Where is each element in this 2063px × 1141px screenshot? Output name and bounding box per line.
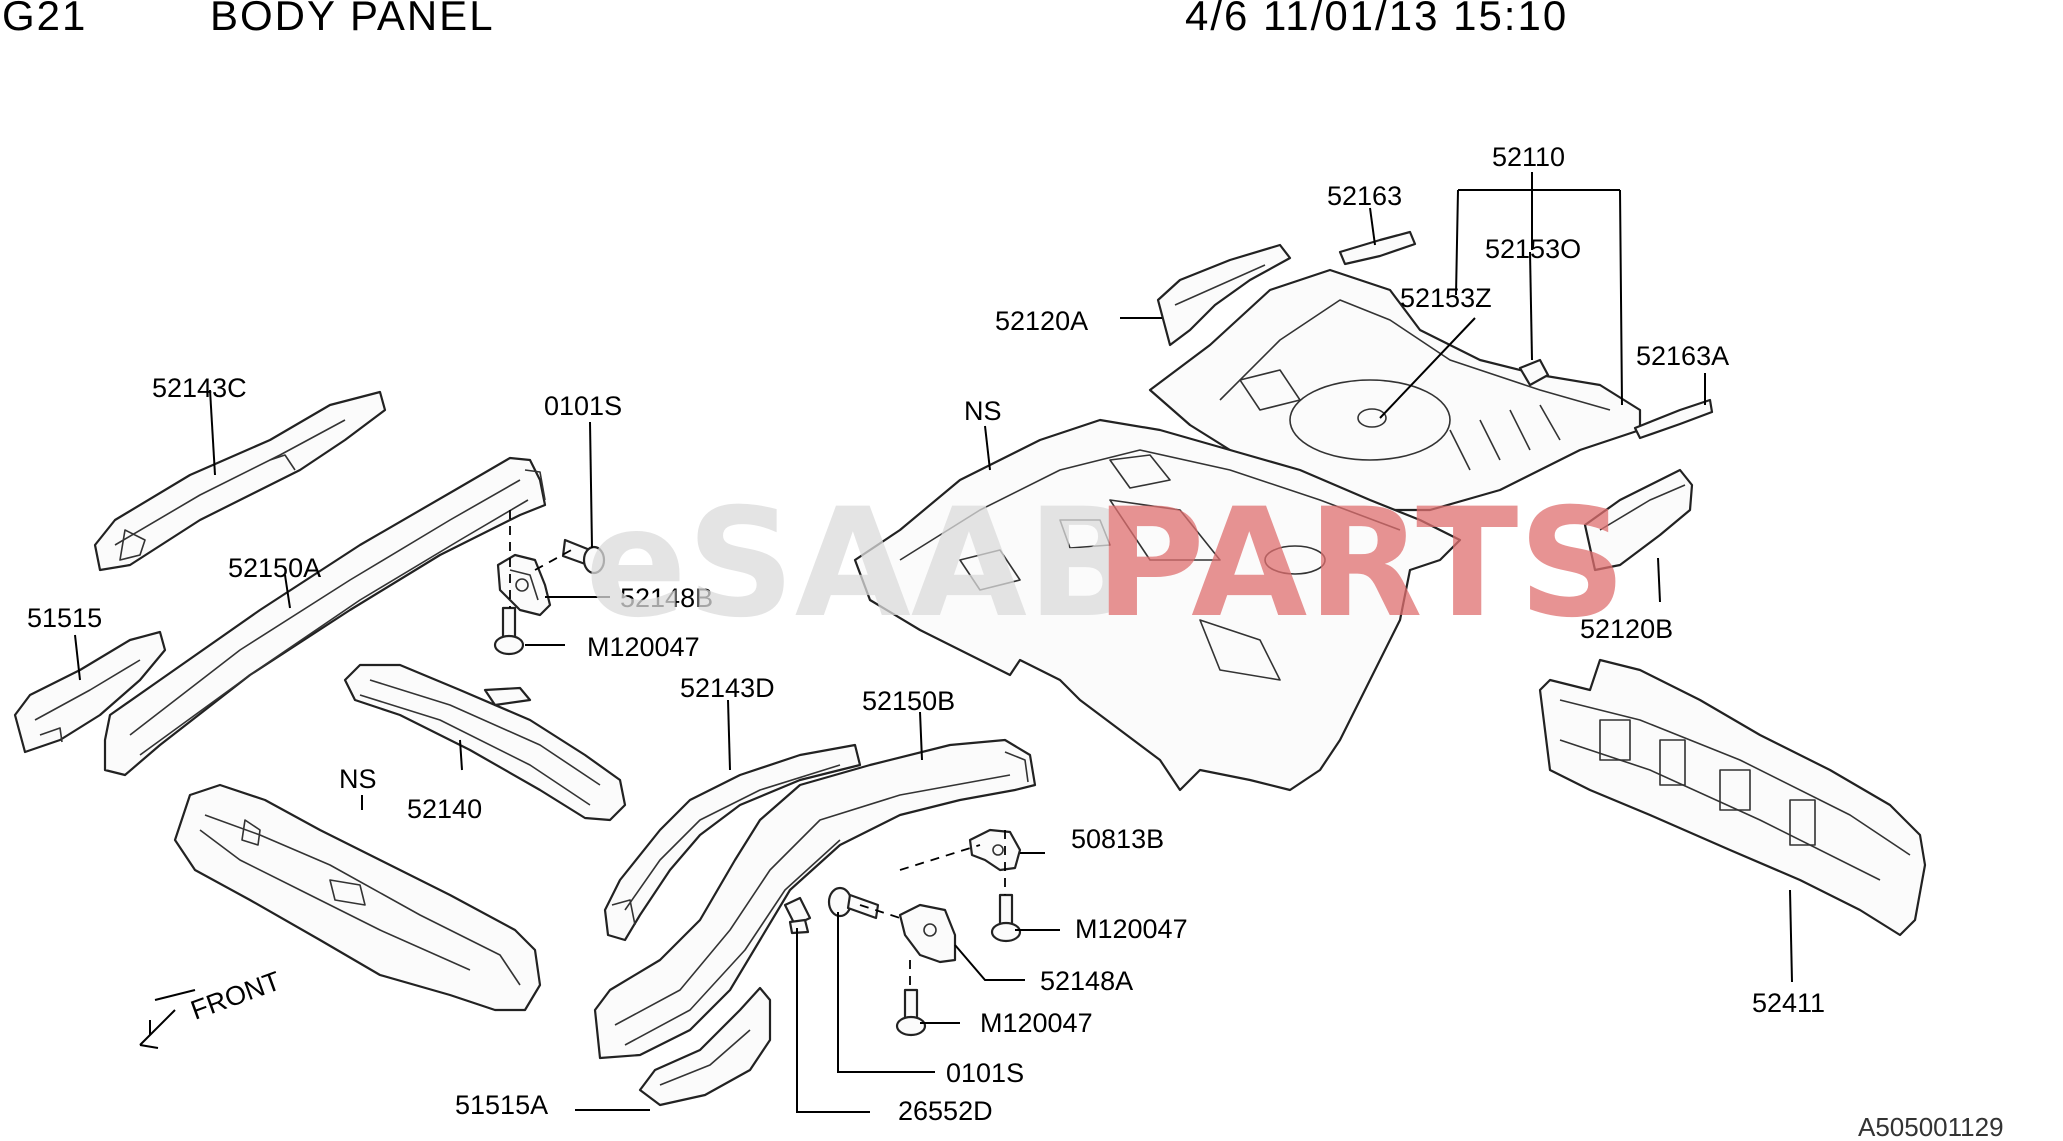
label-M120047-mid: M120047 [1075, 914, 1188, 944]
diagram-code: A505001129 [1858, 1112, 2004, 1141]
part-52148B [496, 553, 552, 617]
label-50813B: 50813B [1071, 824, 1164, 854]
part-52153O [1518, 358, 1550, 387]
part-52411 [1538, 658, 1927, 937]
part-50813B [968, 828, 1022, 872]
part-M120047-mid [990, 893, 1022, 943]
label-0101S-top: 0101S [544, 391, 622, 421]
part-0101S-top [561, 538, 606, 575]
part-ns-floor-left [173, 783, 542, 1012]
label-52153O: 52153O [1485, 234, 1581, 264]
part-52120B [1583, 468, 1694, 572]
part-52163 [1338, 230, 1417, 266]
label-ns-right: NS [964, 396, 1002, 426]
label-0101S-bottom: 0101S [946, 1058, 1024, 1088]
part-26552D [783, 896, 812, 935]
label-52153Z: 52153Z [1400, 283, 1492, 313]
label-52110: 52110 [1492, 142, 1565, 172]
label-52150B: 52150B [862, 686, 955, 716]
part-52110 [1148, 268, 1642, 512]
front-arrow-icon [139, 989, 196, 1049]
date-info: 4/6 11/01/13 15:10 [1185, 0, 1568, 39]
label-52163A: 52163A [1636, 341, 1729, 371]
watermark-logo: eSAAB PARTS [585, 477, 1626, 651]
part-ns-floor-right [853, 418, 1462, 792]
part-52143C [93, 390, 387, 572]
part-52150B [593, 738, 1037, 1060]
label-52150A: 52150A [228, 553, 321, 583]
label-ns-left: NS [339, 764, 377, 794]
label-52411: 52411 [1752, 988, 1825, 1018]
dashed-assembly-lines [509, 510, 1006, 990]
page-title: BODY PANEL [210, 0, 495, 39]
part-52148A [898, 903, 957, 964]
part-52140 [343, 663, 627, 822]
part-0101S-bottom [827, 886, 880, 920]
label-52120B: 52120B [1580, 614, 1673, 644]
part-51515 [13, 630, 167, 754]
label-M120047-low: M120047 [980, 1008, 1093, 1038]
label-26552D: 26552D [898, 1096, 993, 1126]
label-51515: 51515 [27, 603, 102, 633]
part-52163A [1633, 398, 1714, 440]
label-M120047-top: M120047 [587, 632, 700, 662]
label-51515A: 51515A [455, 1090, 548, 1120]
part-52120A [1156, 243, 1292, 347]
part-52143D [603, 743, 862, 942]
label-52148B: 52148B [620, 583, 713, 613]
part-51515A [638, 986, 772, 1107]
label-52140: 52140 [407, 794, 482, 824]
label-52120A: 52120A [995, 306, 1088, 336]
label-front: FRONT [187, 966, 285, 1026]
part-52150A [103, 456, 547, 777]
watermark-part2: PARTS [1095, 477, 1626, 651]
part-M120047-low [895, 988, 927, 1037]
watermark-part1: eSAAB [585, 477, 1141, 651]
group-code: G21 [2, 0, 87, 39]
part-M120047-top [493, 606, 525, 656]
label-52163: 52163 [1327, 181, 1402, 211]
label-52143C: 52143C [152, 373, 247, 403]
label-52143D: 52143D [680, 673, 775, 703]
label-52148A: 52148A [1040, 966, 1133, 996]
leader-lines [74, 172, 1793, 1113]
